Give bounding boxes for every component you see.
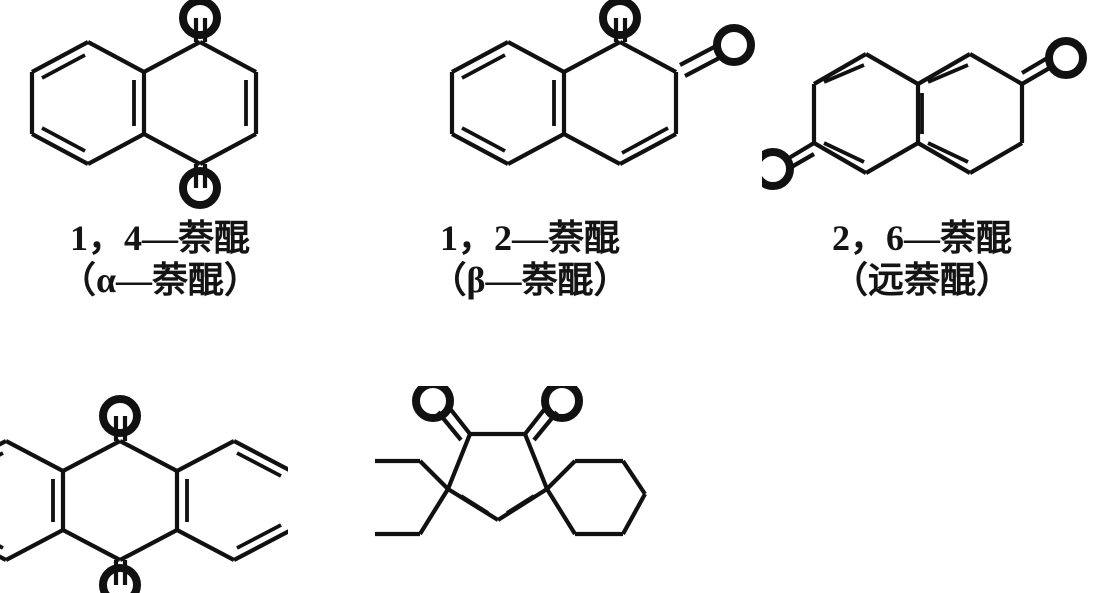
oxygen-atom-right <box>1045 37 1087 79</box>
carbonyl-right <box>523 380 583 442</box>
oxygen-atom-top <box>99 395 141 437</box>
structure-phenanthrenequinone <box>348 380 675 591</box>
central-ring <box>446 431 549 522</box>
structure-1-2-naphthoquinone-svg <box>449 0 755 166</box>
oxygen-atom-c2 <box>713 24 755 66</box>
quinone-ring-right <box>143 40 259 166</box>
caption-line-1: 1，2—萘醌 <box>439 218 620 258</box>
oxygen-atom-top <box>179 0 221 39</box>
quinone-ring-right <box>916 52 1025 175</box>
oxygen-atom-bottom <box>99 564 141 593</box>
benzene-ring-left <box>0 439 64 562</box>
structure-anthraquinone-svg <box>0 395 294 593</box>
carbonyl-bottom <box>179 164 221 209</box>
oxygen-atom-c1 <box>599 0 641 39</box>
caption-1-2-naphthoquinone: 1，2—萘醌 （β—萘醌） <box>380 218 680 302</box>
quinone-ring-right <box>563 40 679 166</box>
carbonyl-bottom <box>99 560 141 593</box>
carbonyl-c2 <box>679 24 755 78</box>
carbonyl-right <box>1020 37 1087 86</box>
benzene-ring-right <box>545 458 647 537</box>
oxygen-atom-left <box>412 380 454 422</box>
oxygen-atom-left <box>752 148 794 190</box>
carbonyl-c1 <box>599 0 641 42</box>
structure-1-4-naphthoquinone <box>10 0 270 215</box>
structure-1-2-naphthoquinone <box>430 0 760 215</box>
caption-line-1: 2，6—萘醌 <box>831 218 1012 258</box>
caption-line-2: （α—萘醌） <box>59 259 261 300</box>
structure-anthraquinone <box>0 386 294 593</box>
carbonyl-left <box>752 141 816 190</box>
oxygen-atom-right <box>541 380 583 422</box>
caption-1-4-naphthoquinone: 1，4—萘醌 （α—萘醌） <box>10 218 310 302</box>
carbonyl-top <box>99 395 141 441</box>
structure-phenanthrenequinone-svg <box>348 380 647 537</box>
benzene-ring-left <box>29 40 147 166</box>
caption-line-2: （远萘醌） <box>831 259 1012 300</box>
carbonyl-left <box>412 380 472 442</box>
structure-2-6-naphthoquinone-svg <box>752 37 1087 190</box>
structure-2-6-naphthoquinone <box>752 30 1092 200</box>
benzene-ring-right <box>176 439 294 562</box>
caption-line-2: （β—萘醌） <box>430 259 630 300</box>
benzene-ring-left <box>449 40 567 166</box>
quinone-ring-left <box>811 52 921 175</box>
benzene-ring-left <box>348 458 450 537</box>
structure-1-4-naphthoquinone-svg <box>29 0 259 209</box>
caption-2-6-naphthoquinone: 2，6—萘醌 （远萘醌） <box>772 218 1072 302</box>
quinone-ring-middle <box>60 439 180 562</box>
oxygen-atom-bottom <box>179 167 221 209</box>
carbonyl-top <box>179 0 221 42</box>
caption-line-1: 1，4—萘醌 <box>69 218 250 258</box>
